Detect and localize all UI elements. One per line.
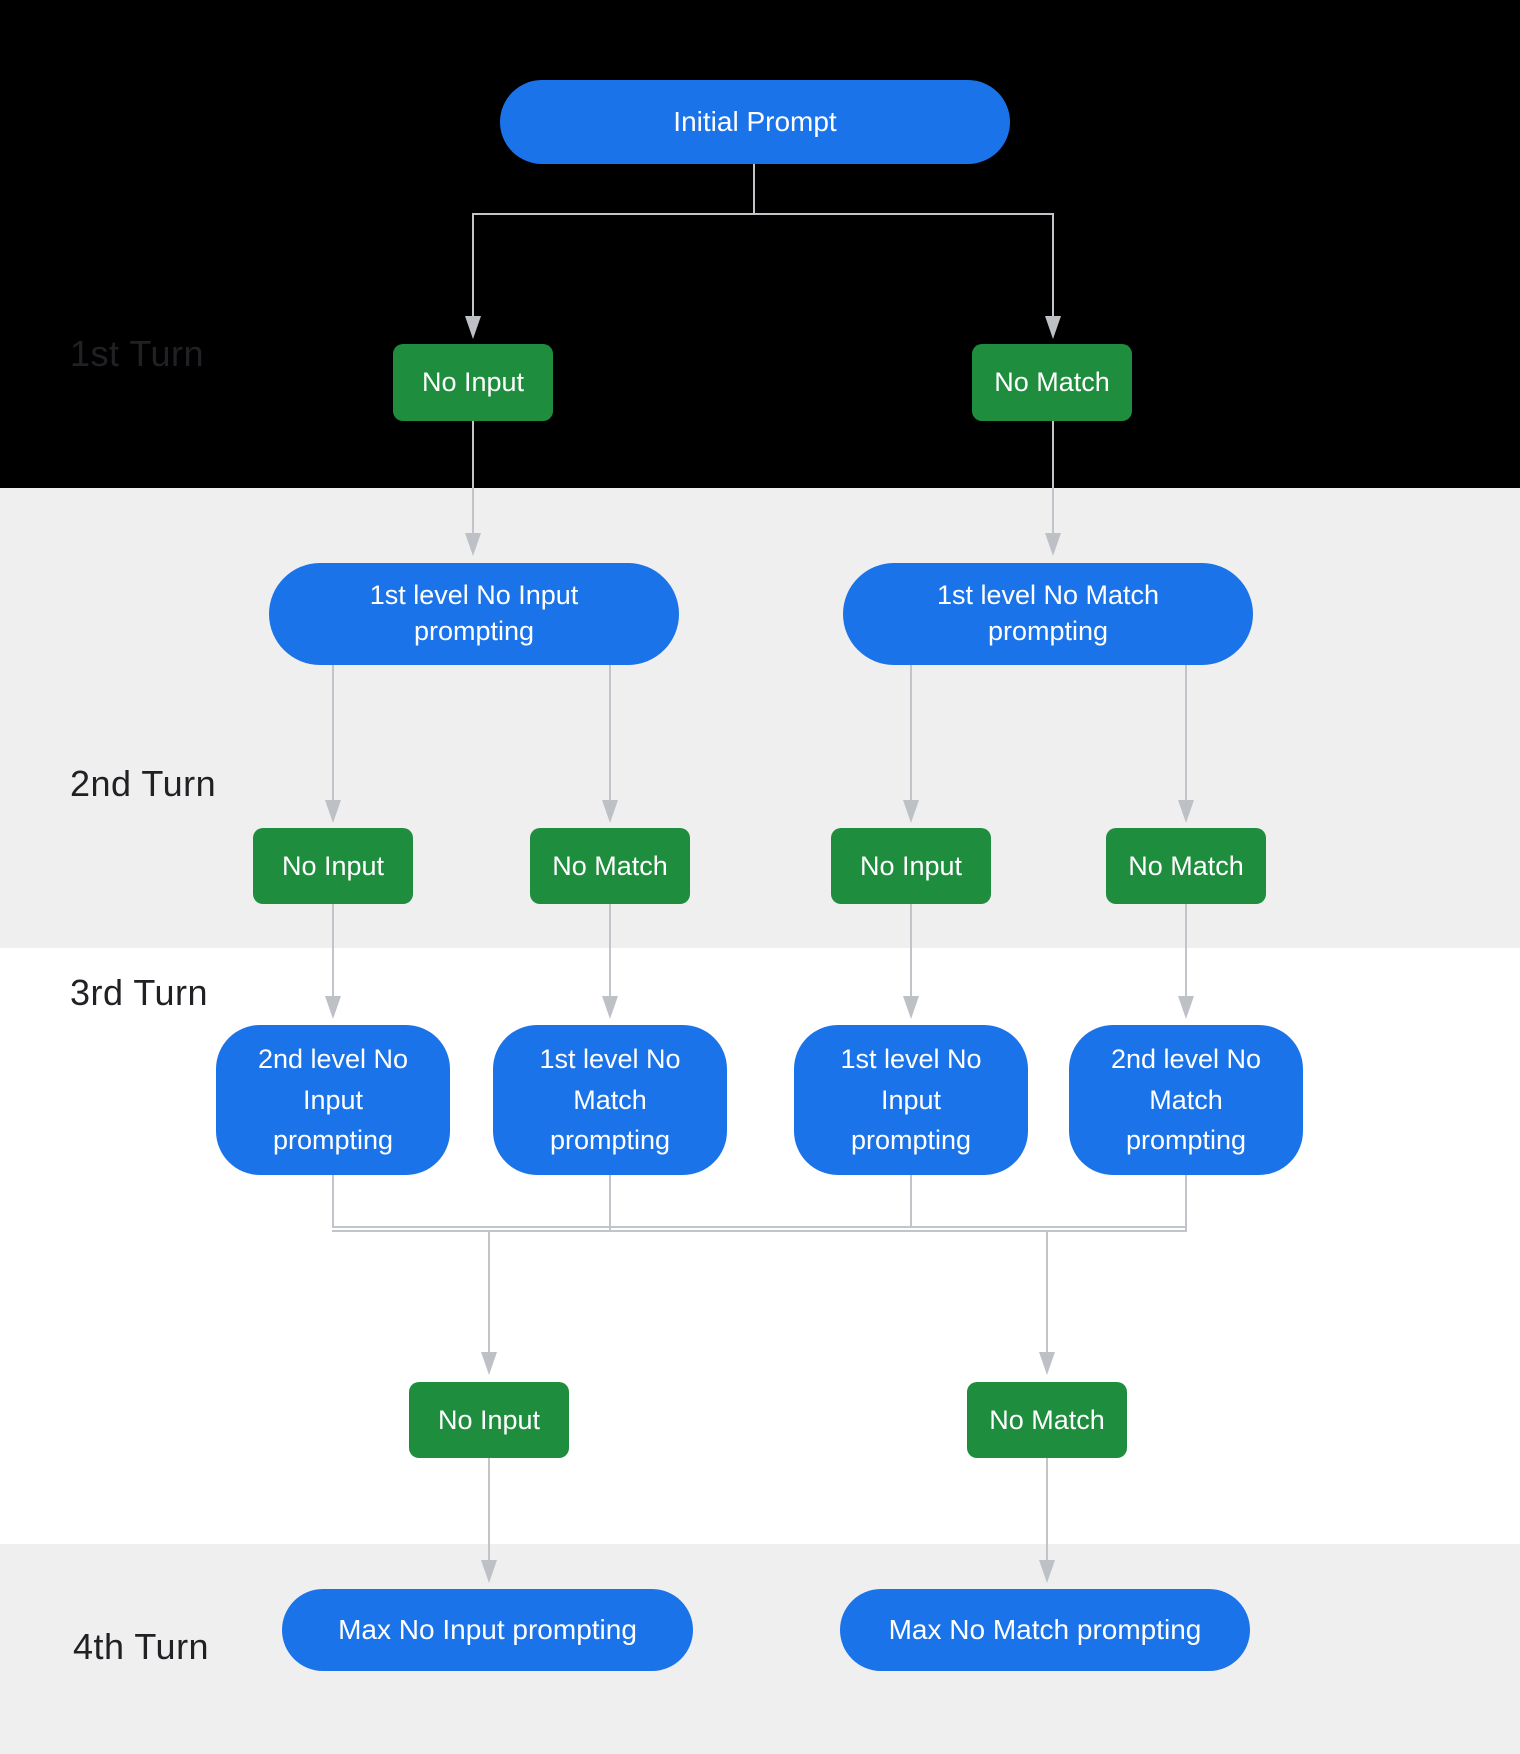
arrowhead-icon: [1178, 800, 1194, 823]
flow-line: [910, 1175, 912, 1228]
flow-line: [609, 1175, 611, 1232]
arrowhead-icon: [465, 533, 481, 556]
turn-label-1: 1st Turn: [70, 333, 205, 374]
node-no-input-turn2-a: No Input: [253, 828, 413, 904]
flow-line: [332, 904, 334, 996]
flow-line: [910, 904, 912, 996]
flow-line: [1052, 421, 1054, 533]
flow-line: [1185, 665, 1187, 800]
flow-line: [488, 1230, 490, 1352]
node-level1-no-match-prompting: 1st level No Match prompting: [843, 563, 1253, 665]
node-level1-no-input-prompting: 1st level No Input prompting: [269, 563, 679, 665]
node-no-input-turn2-b: No Input: [831, 828, 991, 904]
arrowhead-icon: [481, 1352, 497, 1375]
arrowhead-icon: [602, 800, 618, 823]
node-max-no-match-prompting: Max No Match prompting: [840, 1589, 1250, 1671]
arrowhead-icon: [602, 996, 618, 1019]
flow-line: [332, 665, 334, 800]
node-initial-prompt: Initial Prompt: [500, 80, 1010, 164]
band-turn2: [0, 488, 1520, 948]
arrowhead-icon: [325, 996, 341, 1019]
node-level2-no-match-prompting: 2nd level No Match prompting: [1069, 1025, 1303, 1175]
node-level1-no-input-prompting-b: 1st level No Input prompting: [794, 1025, 1028, 1175]
turn-label-2: 2nd Turn: [70, 763, 217, 804]
node-no-match-turn1: No Match: [972, 344, 1132, 421]
node-no-input-turn3: No Input: [409, 1382, 569, 1458]
node-no-match-turn2-a: No Match: [530, 828, 690, 904]
arrowhead-icon: [481, 1560, 497, 1583]
node-level2-no-input-prompting: 2nd level No Input prompting: [216, 1025, 450, 1175]
turn-label-3: 3rd Turn: [70, 972, 209, 1013]
flow-line: [472, 213, 1054, 215]
arrowhead-icon: [325, 800, 341, 823]
arrowhead-icon: [1039, 1560, 1055, 1583]
flow-line: [1185, 904, 1187, 996]
flow-line: [1046, 1230, 1048, 1352]
arrowhead-icon: [1045, 533, 1061, 556]
flow-line: [1185, 1175, 1187, 1232]
band-turn1: [0, 0, 1520, 488]
arrowhead-icon: [903, 996, 919, 1019]
band-turn4: [0, 1544, 1520, 1754]
arrowhead-icon: [1178, 996, 1194, 1019]
flow-line: [472, 213, 474, 316]
node-no-match-turn3: No Match: [967, 1382, 1127, 1458]
arrowhead-icon: [1045, 316, 1061, 339]
flow-line: [488, 1458, 490, 1560]
arrowhead-icon: [1039, 1352, 1055, 1375]
merge-rail: [332, 1226, 1187, 1228]
flow-line: [1046, 1458, 1048, 1560]
merge-rail: [332, 1230, 1187, 1232]
flow-line: [1052, 213, 1054, 316]
arrowhead-icon: [465, 316, 481, 339]
flow-line: [609, 904, 611, 996]
node-no-input-turn1: No Input: [393, 344, 553, 421]
flow-line: [472, 421, 474, 533]
turn-label-4: 4th Turn: [73, 1626, 210, 1667]
node-no-match-turn2-b: No Match: [1106, 828, 1266, 904]
flow-line: [332, 1175, 334, 1228]
flow-line: [609, 665, 611, 800]
node-max-no-input-prompting: Max No Input prompting: [282, 1589, 693, 1671]
arrowhead-icon: [903, 800, 919, 823]
flow-line: [910, 665, 912, 800]
flow-line: [753, 163, 755, 214]
node-level1-no-match-prompting-b: 1st level No Match prompting: [493, 1025, 727, 1175]
